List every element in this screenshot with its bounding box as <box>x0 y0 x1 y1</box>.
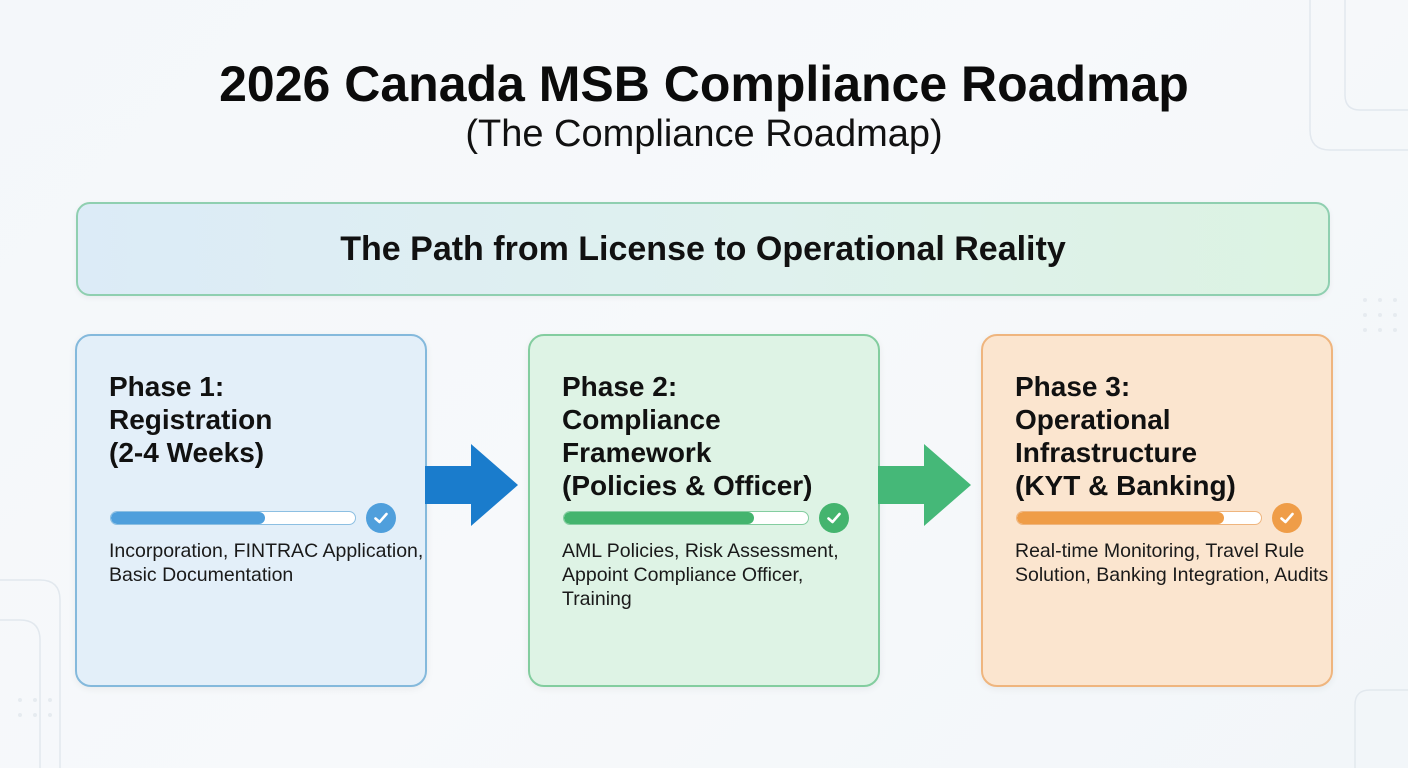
phase-title: Phase 1: Registration (2-4 Weeks) <box>109 370 409 469</box>
path-banner: The Path from License to Operational Rea… <box>76 202 1330 296</box>
check-circle-icon <box>366 503 396 533</box>
arrow-shape <box>425 444 518 526</box>
phase-title-line: Compliance <box>562 404 721 435</box>
phase-title: Phase 3: Operational Infrastructure (KYT… <box>1015 370 1315 502</box>
phase-title-line: Phase 2: <box>562 371 678 402</box>
phase-description: AML Policies, Risk Assessment, Appoint C… <box>562 540 839 610</box>
phase-title: Phase 2: Compliance Framework (Policies … <box>562 370 862 502</box>
banner-text: The Path from License to Operational Rea… <box>340 229 1066 268</box>
progress-fill <box>111 512 265 524</box>
page-subtitle: (The Compliance Roadmap) <box>465 113 943 155</box>
phase-card-1: Phase 1: Registration (2-4 Weeks) Incorp… <box>75 334 427 687</box>
check-circle-icon <box>819 503 849 533</box>
phase-progress-bar <box>563 511 809 525</box>
phase-progress-bar <box>110 511 356 525</box>
phase-title-line: Infrastructure <box>1015 437 1198 468</box>
progress-fill <box>1017 512 1225 524</box>
arrow-shape <box>878 444 971 526</box>
phase-title-line: (2-4 Weeks) <box>109 437 265 468</box>
check-circle-icon <box>1272 503 1302 533</box>
phase-title-line: Phase 1: <box>109 371 225 402</box>
page-title: 2026 Canada MSB Compliance Roadmap <box>219 56 1189 112</box>
phase-title-line: Framework <box>562 437 712 468</box>
phase-title-line: (KYT & Banking) <box>1015 470 1236 501</box>
progress-fill <box>564 512 755 524</box>
phase-card-3: Phase 3: Operational Infrastructure (KYT… <box>981 334 1333 687</box>
phase-title-line: Registration <box>109 404 273 435</box>
arrow-right-icon <box>425 444 518 526</box>
phase-card-2: Phase 2: Compliance Framework (Policies … <box>528 334 880 687</box>
arrow-right-icon <box>878 444 971 526</box>
phase-description: Real-time Monitoring, Travel Rule Soluti… <box>1015 540 1329 586</box>
phase-title-line: (Policies & Officer) <box>562 470 813 501</box>
phase-progress-bar <box>1016 511 1262 525</box>
phase-title-line: Operational <box>1015 404 1171 435</box>
phase-title-line: Phase 3: <box>1015 371 1131 402</box>
phase-description: Incorporation, FINTRAC Application, Basi… <box>109 540 424 586</box>
